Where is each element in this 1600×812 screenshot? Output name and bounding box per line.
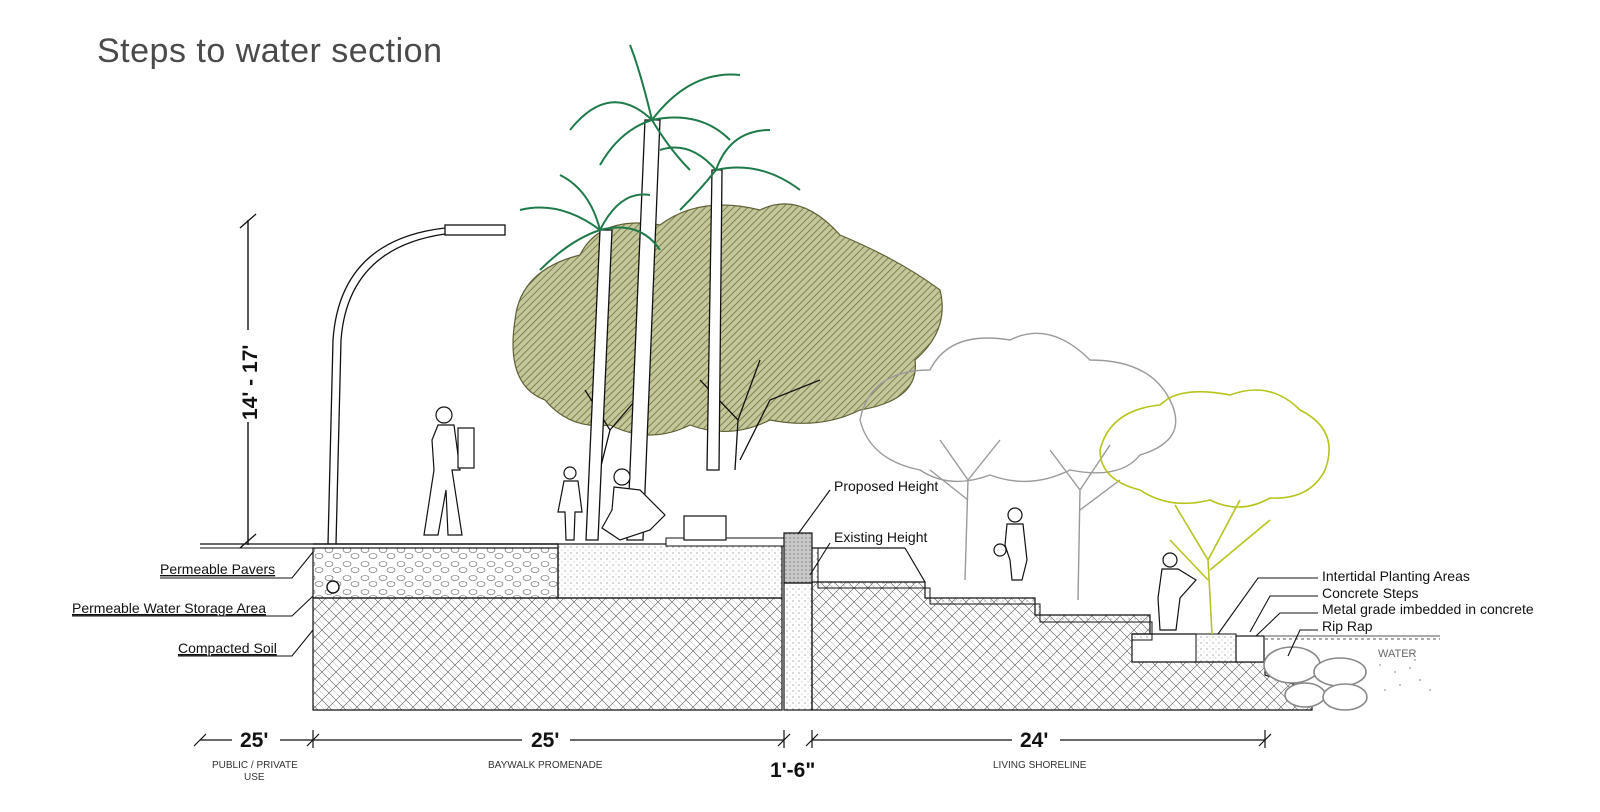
seawall-cap <box>783 532 813 584</box>
person-child <box>557 466 583 541</box>
metal-grate <box>1235 635 1265 663</box>
seawall-stem <box>783 582 813 711</box>
label-concrete-steps: Concrete Steps <box>1322 585 1419 601</box>
dim-public-width: 25' <box>240 729 268 752</box>
page-title: Steps to water section <box>97 32 443 70</box>
drain-pipe <box>326 580 340 594</box>
grey-tree-canopy <box>859 332 1177 601</box>
label-permeable-pavers: Permeable Pavers <box>160 561 275 577</box>
dim-wall-width: 1'-6" <box>770 759 815 782</box>
planting-bed <box>557 543 783 599</box>
person-child-shore <box>1157 552 1197 631</box>
concrete-steps <box>811 547 1153 641</box>
label-existing-height: Existing Height <box>834 529 927 545</box>
compacted-soil-left <box>312 597 783 711</box>
label-proposed-height: Proposed Height <box>834 478 938 494</box>
zone-living-shoreline: LIVING SHORELINE <box>993 760 1087 771</box>
width-dimension-lines <box>193 730 1272 748</box>
label-rip-rap: Rip Rap <box>1322 618 1373 634</box>
yellow-tree <box>1099 389 1330 635</box>
person-walking <box>423 406 475 536</box>
label-intertidal-planting: Intertidal Planting Areas <box>1322 568 1470 584</box>
zone-public-private-line1: PUBLIC / PRIVATE <box>212 760 298 771</box>
palm-trees <box>519 44 801 541</box>
dim-promenade-width: 25' <box>531 729 559 752</box>
intertidal-planting-area <box>1195 633 1237 663</box>
ground-section: WATER <box>200 515 1440 711</box>
rip-rap <box>1263 646 1368 711</box>
label-permeable-water-storage: Permeable Water Storage Area <box>72 600 266 616</box>
callout-leaders <box>72 489 1318 657</box>
label-metal-grade: Metal grade imbedded in concrete <box>1322 601 1534 617</box>
people <box>423 406 1197 631</box>
street-light <box>327 224 506 545</box>
label-compacted-soil: Compacted Soil <box>178 640 277 656</box>
dim-shoreline-width: 24' <box>1020 729 1048 752</box>
planter-box <box>683 515 727 541</box>
olive-tree-canopy <box>512 203 943 436</box>
height-dimension-label: 14' - 17' <box>239 345 262 420</box>
person-crouching <box>601 468 666 541</box>
zone-baywalk: BAYWALK PROMENADE <box>488 760 603 771</box>
person-child-ball <box>993 507 1028 581</box>
water-surface <box>1265 635 1440 640</box>
permeable-water-storage <box>312 547 559 599</box>
water-label: WATER <box>1378 648 1417 660</box>
zone-public-private-line2: USE <box>244 772 265 783</box>
